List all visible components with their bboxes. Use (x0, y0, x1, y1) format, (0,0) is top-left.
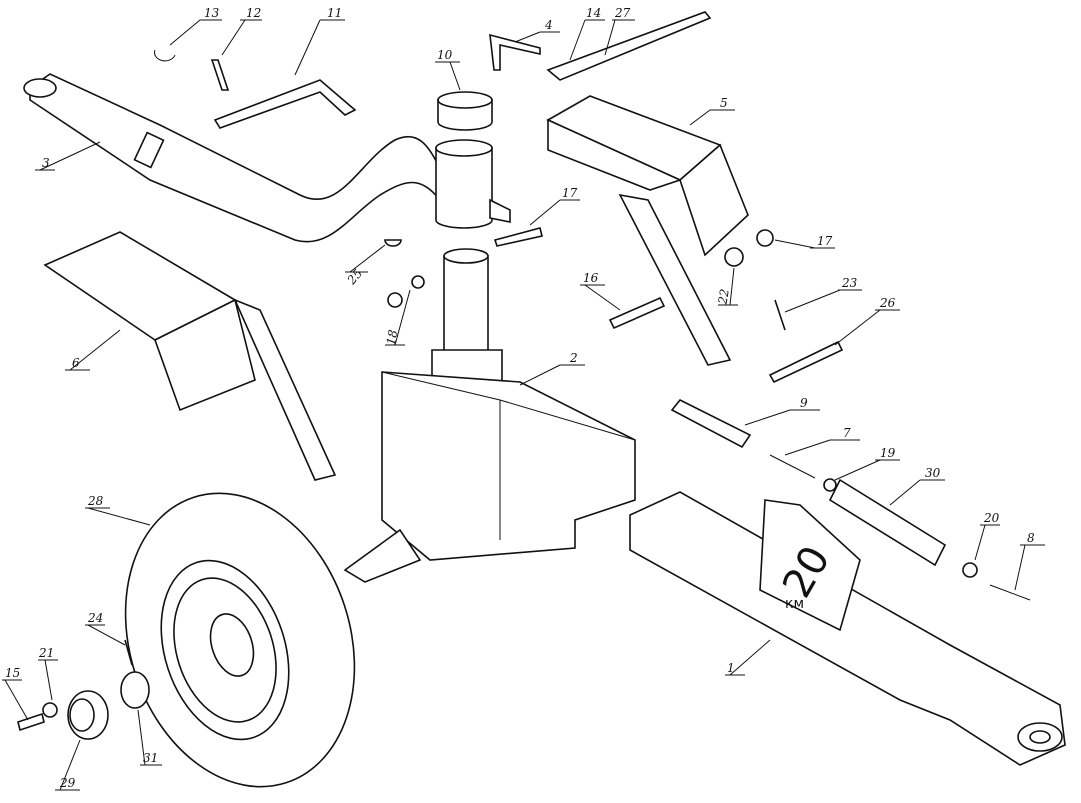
small-hardware (154, 11, 1031, 601)
svg-text:23: 23 (841, 276, 858, 290)
callout-28: 28 (85, 494, 151, 526)
callout-6: 6 (65, 329, 121, 371)
callout-4: 4 (514, 18, 560, 43)
svg-text:30: 30 (925, 466, 941, 480)
svg-text:9: 9 (800, 396, 808, 410)
callout-16: 16 (580, 271, 621, 311)
callout-1: 1 (725, 639, 771, 676)
callout-15: 15 (2, 666, 29, 721)
callout-21: 21 (38, 646, 58, 701)
svg-text:11: 11 (327, 6, 342, 20)
svg-text:15: 15 (5, 666, 20, 680)
svg-text:18: 18 (384, 328, 401, 346)
callout-26: 26 (834, 296, 900, 346)
svg-text:6: 6 (72, 356, 80, 370)
svg-text:22: 22 (715, 288, 732, 306)
svg-text:25: 25 (344, 266, 365, 287)
part-5-fender (546, 95, 749, 366)
callout-23: 23 (784, 276, 862, 313)
callout-labels: 1 2 3 4 5 6 7 8 9 10 11 12 13 14 15 (2, 6, 1045, 791)
svg-text:14: 14 (586, 6, 601, 20)
callout-30: 30 (889, 466, 945, 506)
callout-24: 24 (85, 611, 126, 646)
svg-text:5: 5 (720, 96, 728, 110)
svg-text:1: 1 (727, 661, 735, 675)
callout-18: 18 (384, 289, 411, 346)
upper-tube (435, 139, 511, 229)
svg-text:20: 20 (983, 511, 1000, 525)
svg-text:7: 7 (843, 426, 851, 440)
callout-2: 2 (519, 351, 585, 386)
svg-text:31: 31 (143, 751, 158, 765)
svg-text:16: 16 (583, 271, 599, 285)
callout-31: 31 (137, 709, 162, 766)
callout-14: 14 (569, 6, 605, 61)
part-1-beam: 20 км (629, 491, 1066, 766)
part-28-wheel (124, 492, 356, 788)
axle-stub (343, 528, 422, 583)
callout-25: 25 (344, 244, 386, 288)
callout-19: 19 (834, 446, 900, 481)
svg-text:17: 17 (562, 186, 578, 200)
svg-text:26: 26 (879, 296, 896, 310)
svg-text:13: 13 (204, 6, 220, 20)
part-6-fender (43, 231, 337, 481)
plate-unit: км (785, 596, 804, 612)
callout-13: 13 (169, 6, 222, 46)
callout-17b: 17 (774, 234, 835, 249)
svg-text:28: 28 (87, 494, 104, 508)
callout-27: 27 (604, 6, 635, 56)
callout-7: 7 (784, 426, 860, 456)
callout-12: 12 (221, 6, 262, 56)
part-3-handle (23, 73, 441, 243)
svg-text:3: 3 (42, 156, 50, 170)
svg-text:27: 27 (614, 6, 631, 20)
callout-17a: 17 (529, 186, 580, 226)
svg-text:19: 19 (880, 446, 896, 460)
svg-text:17: 17 (817, 234, 833, 248)
callout-20: 20 (974, 511, 1000, 561)
svg-text:4: 4 (544, 18, 553, 32)
callout-11: 11 (294, 6, 345, 76)
part-10-bushing (437, 91, 493, 131)
callout-29: 29 (55, 739, 81, 791)
svg-text:21: 21 (38, 646, 54, 660)
callout-3: 3 (35, 141, 101, 171)
hub-parts (17, 639, 150, 740)
callout-10: 10 (435, 48, 461, 91)
callout-9: 9 (744, 396, 820, 426)
svg-text:8: 8 (1027, 531, 1035, 545)
part-2-housing (381, 248, 636, 561)
svg-text:2: 2 (569, 351, 578, 365)
svg-text:24: 24 (87, 611, 103, 625)
callout-22: 22 (715, 267, 738, 306)
svg-text:12: 12 (246, 6, 261, 20)
callout-5: 5 (689, 96, 735, 126)
callout-8: 8 (1014, 531, 1045, 591)
svg-text:29: 29 (59, 776, 76, 790)
svg-text:10: 10 (437, 48, 453, 62)
